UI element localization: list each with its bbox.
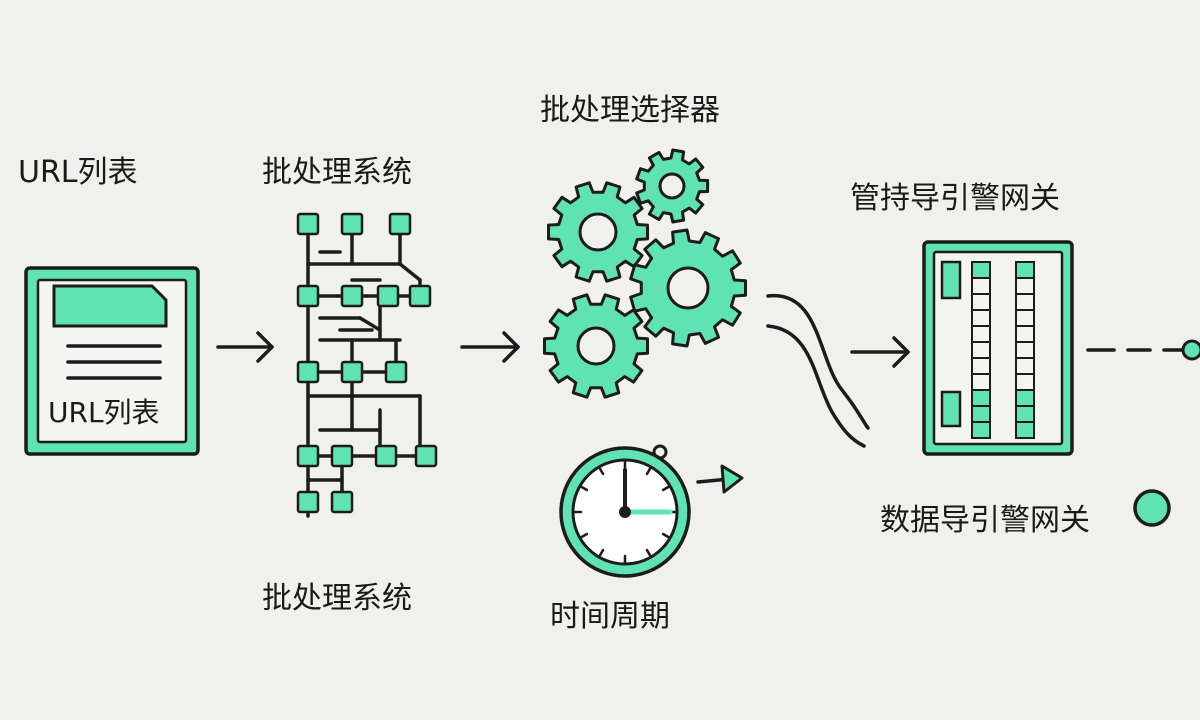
gear-hole-4 [576,326,616,366]
arrow-icon-1 [216,331,274,363]
panel-segment [1015,309,1035,327]
endpoint-circle-icon [1133,489,1171,527]
panel-segment [971,389,991,407]
gear-hole-2 [658,172,686,200]
url-list-doc-text: URL列表 [48,396,160,429]
url-list-title: URL列表 [18,155,138,190]
panel-segment [1015,421,1035,439]
panel-segment [971,341,991,359]
panel-segment [1015,325,1035,343]
arrow-icon-2 [460,331,520,363]
clock-tick [598,548,605,557]
panel-segment [971,373,991,391]
gateway-bottom-label: 数据导引警网关 [880,503,1090,538]
connector-icon [1086,339,1200,361]
panel-segment [971,357,991,375]
batch-system-top-label: 批处理系统 [262,155,412,190]
panel-segment [971,277,991,295]
panel-segment [1015,341,1035,359]
panel-segment [971,421,991,439]
stopwatch-icon [559,444,744,578]
network-grid-icon [296,212,438,518]
gateway-top-label: 管持导引警网关 [850,181,1060,216]
panel-segment [1015,293,1035,311]
panel-segment [1015,357,1035,375]
clock-tick [598,467,605,476]
panel-segment [1015,373,1035,391]
panel-segment [971,293,991,311]
panel-segment [971,325,991,343]
gateway-panel-icon [922,240,1074,456]
arrow-icon-3 [850,336,910,368]
clock-tick [580,532,589,539]
panel-segment [1015,405,1035,423]
clock-tick [580,485,589,492]
panel-segment [971,261,991,279]
gear-hole-1 [578,212,618,252]
clock-tick [661,532,670,539]
clock-tick [645,467,652,476]
panel-segment [1015,389,1035,407]
panel-segment [1015,261,1035,279]
clock-tick [661,485,670,492]
panel-segment [1015,277,1035,295]
gear-hole-3 [666,266,710,310]
time-cycle-label: 时间周期 [550,599,670,634]
batch-selector-label: 批处理选择器 [540,93,720,128]
flow-lines-icon [766,294,870,448]
panel-segment [971,309,991,327]
batch-system-bottom-label: 批处理系统 [262,581,412,616]
gears-icon [543,148,747,399]
clock-tick [645,548,652,557]
document-icon: URL列表 [24,266,200,456]
panel-segment [971,405,991,423]
